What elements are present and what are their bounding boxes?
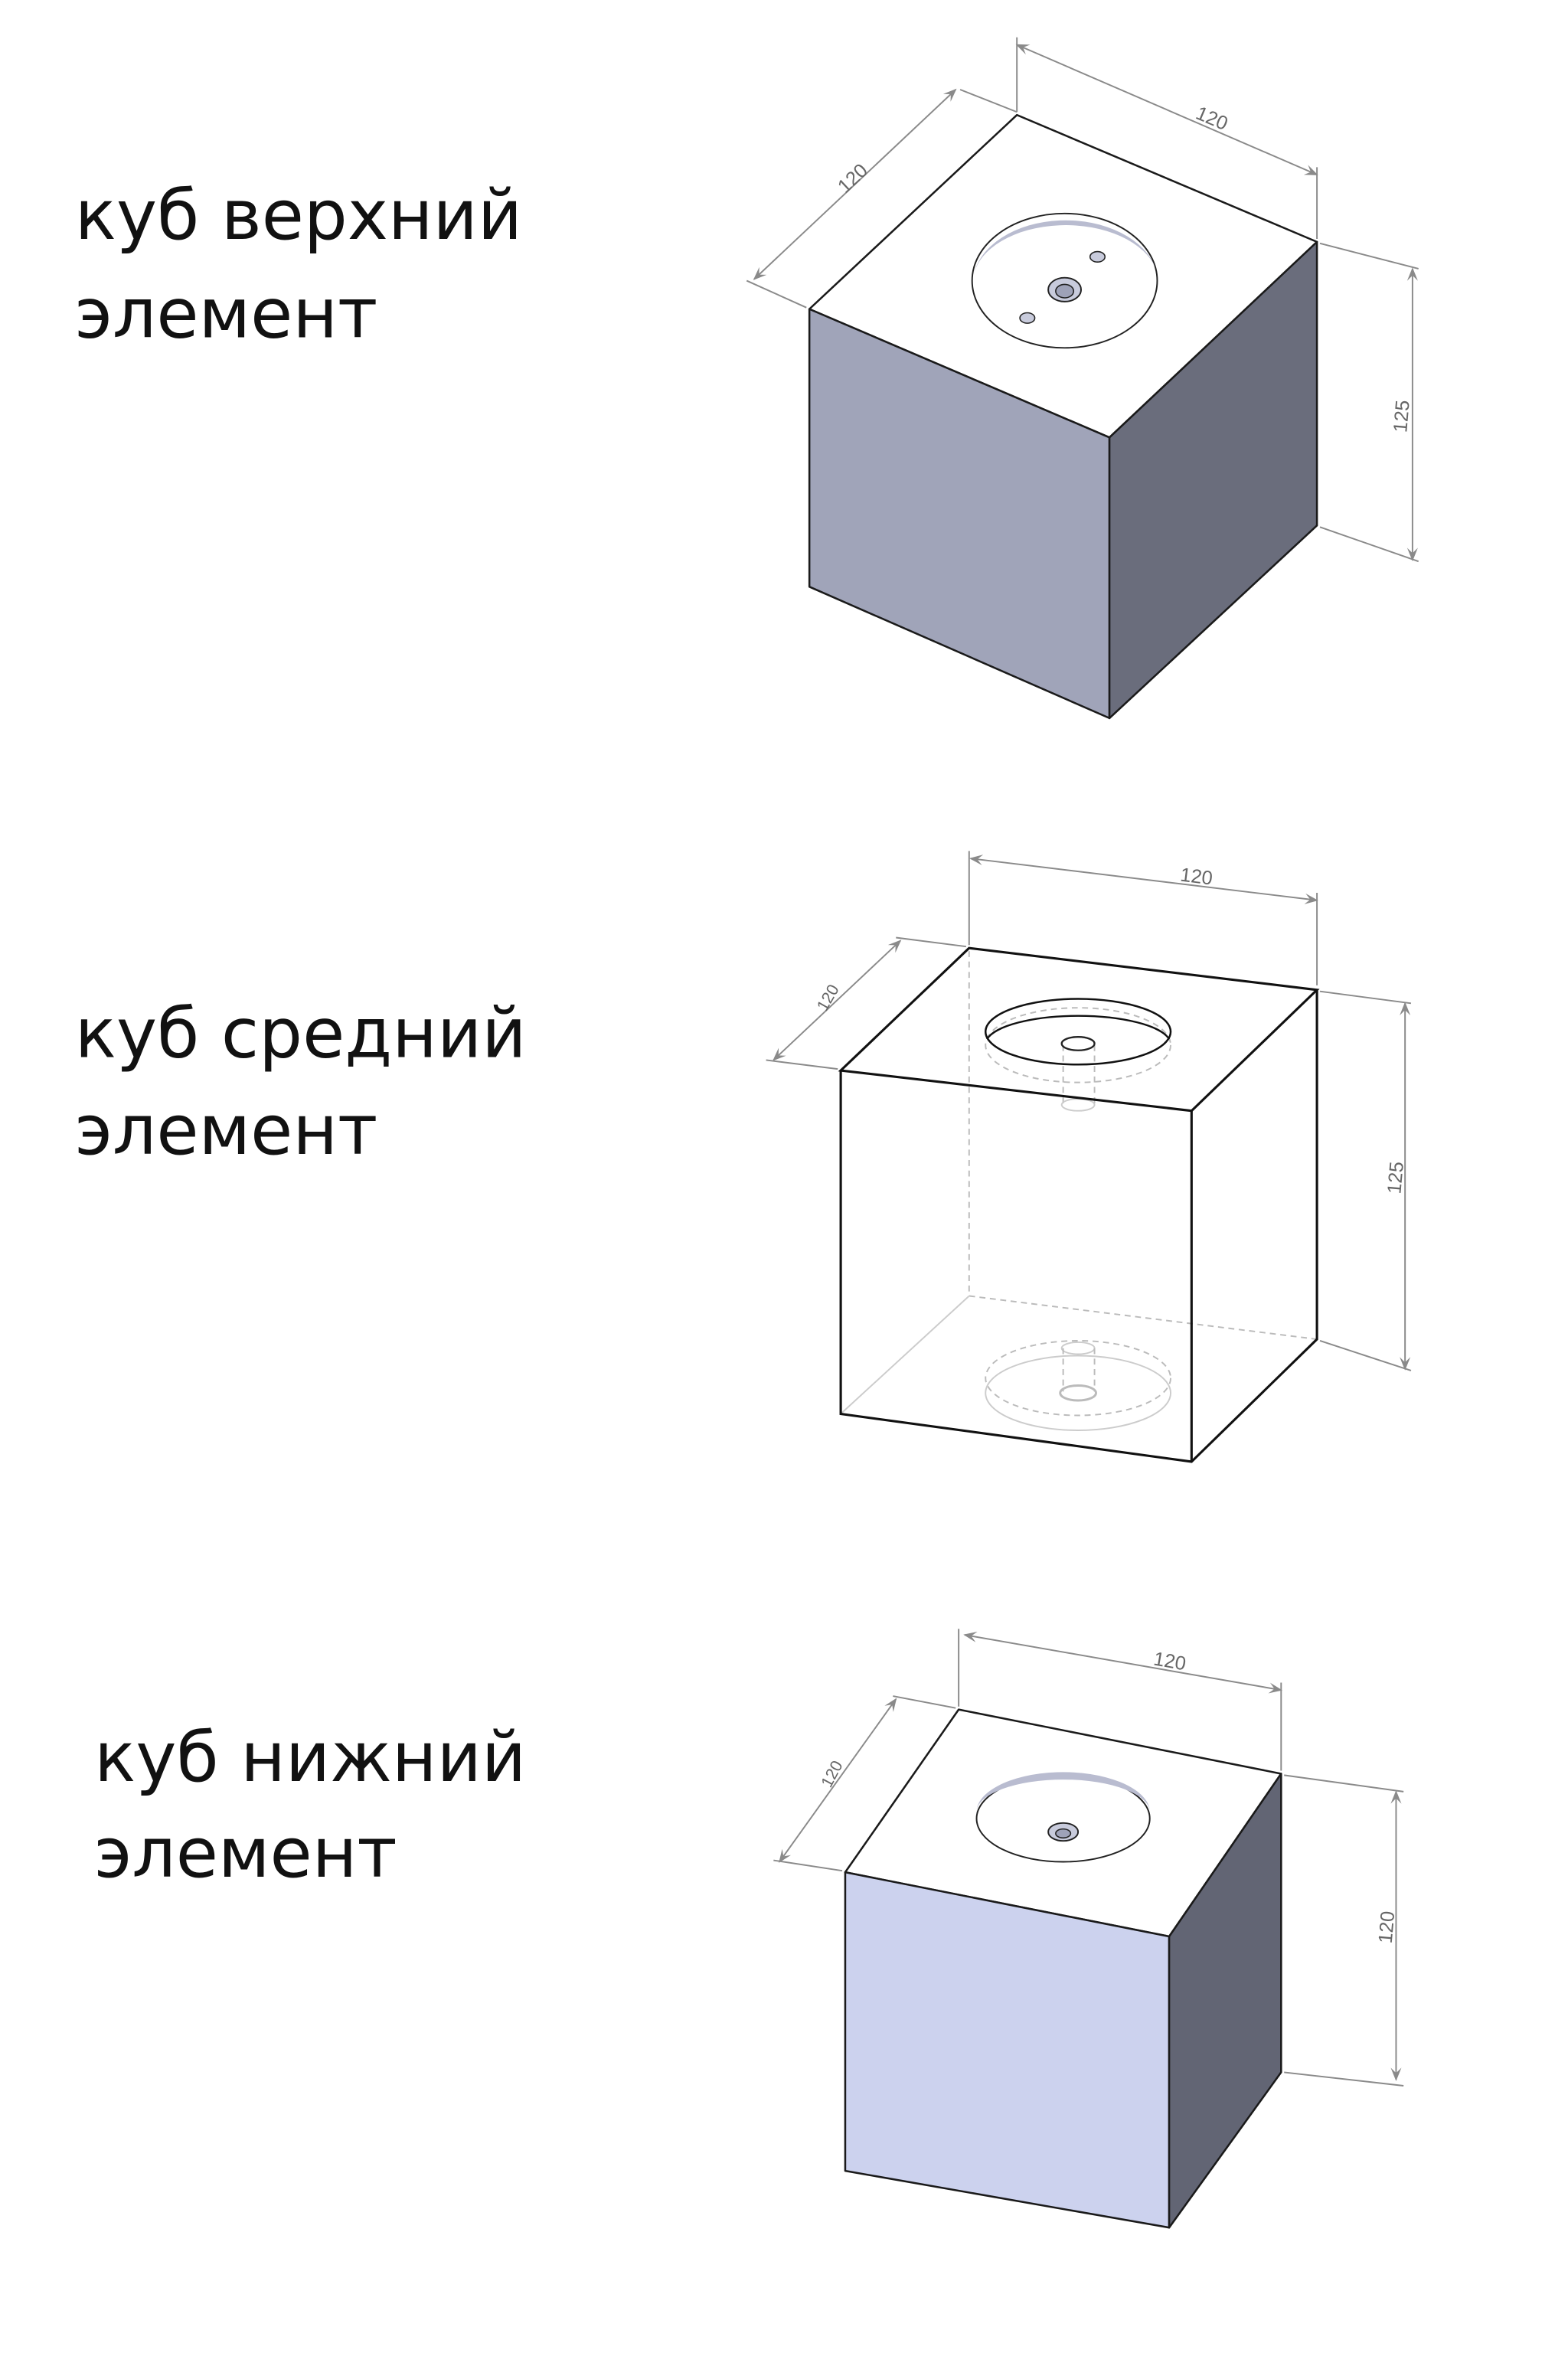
cube-middle-element: 120 120 125 [766, 851, 1412, 1463]
part-title-middle: куб средний [75, 995, 527, 1074]
dimension-height: 120 [1284, 1774, 1404, 2087]
top-face [838, 946, 1320, 1113]
dimension-label: 120 [834, 160, 872, 198]
part-title-top: куб верхний [75, 176, 522, 256]
dimension-height: 125 [1319, 990, 1412, 1371]
center-hole [1060, 1036, 1096, 1051]
center-hole-inner [1055, 283, 1075, 299]
dimension-label: 120 [818, 1757, 847, 1790]
dimension-label: 120 [813, 981, 843, 1014]
dimension-label: 120 [1179, 864, 1214, 890]
pin-hole [1089, 250, 1106, 263]
recess-wall [976, 1772, 1150, 1816]
recess-ellipse [984, 998, 1172, 1066]
dimension-label: 125 [1390, 399, 1414, 433]
dimension-depth: 120 [766, 936, 967, 1070]
part-subtitle-middle: элемент [75, 1091, 377, 1171]
dimension-label: 120 [1193, 103, 1231, 135]
side-face [1168, 1773, 1282, 2229]
center-hole-inner [1055, 1828, 1072, 1839]
side-face [1108, 240, 1318, 720]
part-subtitle-bottom: элемент [94, 1814, 397, 1894]
dimension-label: 125 [1383, 1161, 1408, 1195]
part-subtitle-top: элемент [75, 275, 377, 355]
dimension-width: 120 [1015, 37, 1318, 239]
dimension-label: 120 [1375, 1910, 1400, 1945]
part-title-bottom: куб нижний [94, 1718, 526, 1798]
dimension-label: 120 [1152, 1648, 1187, 1675]
dimension-width: 120 [958, 1629, 1283, 1771]
cube-bottom-element: 120 120 120 [773, 1629, 1404, 2229]
dimension-height: 125 [1319, 242, 1419, 563]
pin-hole [1019, 312, 1036, 324]
dimension-width: 120 [968, 851, 1318, 985]
cube-top-element: 120 120 125 [746, 37, 1419, 720]
